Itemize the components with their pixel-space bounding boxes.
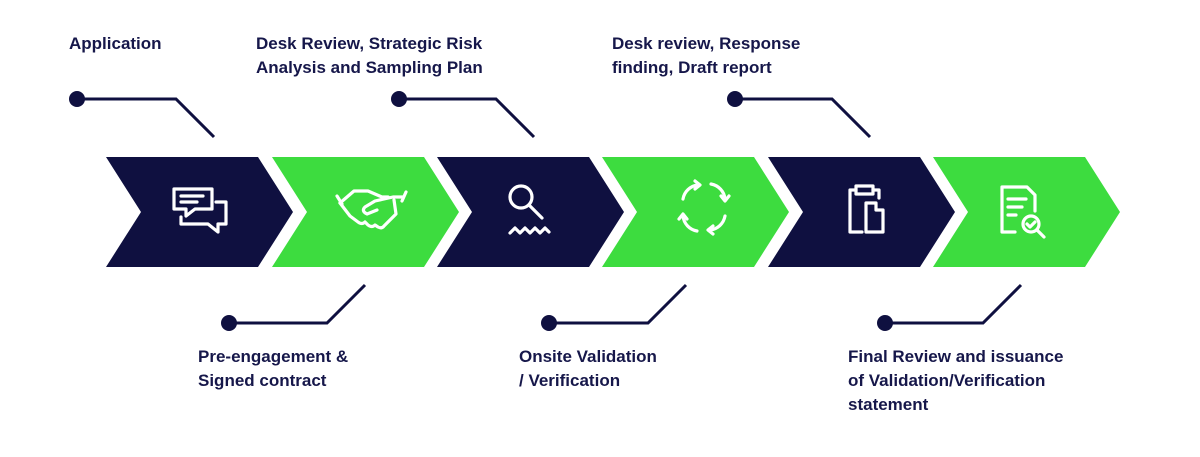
connector-dot [69,91,85,107]
connector-line [735,97,872,139]
connector-4 [541,283,688,331]
connector-dot [391,91,407,107]
connector-1 [69,91,216,139]
chevron-step-4 [602,157,789,267]
connector-dot [541,315,557,331]
step-label-desk-review-draft: Desk review, Response finding, Draft rep… [612,34,801,77]
step-label-pre-engagement: Pre-engagement & Signed contract [198,347,349,390]
connector-line [229,283,367,325]
connector-dot [727,91,743,107]
chat-bubbles-icon [172,187,228,234]
refresh-cycle-icon [677,179,731,236]
connector-6 [877,283,1023,331]
chevron-step-5 [768,157,955,267]
connector-line [885,283,1023,325]
chevron-step-6 [933,157,1120,267]
step-label-final-review: Final Review and issuance of Validation/… [848,347,1064,414]
magnifier-icon [508,184,551,235]
chevron-step-3 [437,157,624,267]
handshake-icon [335,189,408,230]
connector-dot [221,315,237,331]
connector-line [549,283,688,325]
document-check-icon [1000,185,1046,239]
connector-line [399,97,536,139]
clipboard-icon [848,184,885,234]
chevron-step-1 [106,157,293,267]
connector-line [77,97,216,139]
connector-3 [391,91,536,139]
connector-dot [877,315,893,331]
step-label-onsite-validation: Onsite Validation / Verification [519,347,657,390]
step-label-desk-review-risk: Desk Review, Strategic Risk Analysis and… [256,34,483,77]
connector-2 [221,283,367,331]
connector-5 [727,91,872,139]
step-label-application: Application [69,34,162,53]
